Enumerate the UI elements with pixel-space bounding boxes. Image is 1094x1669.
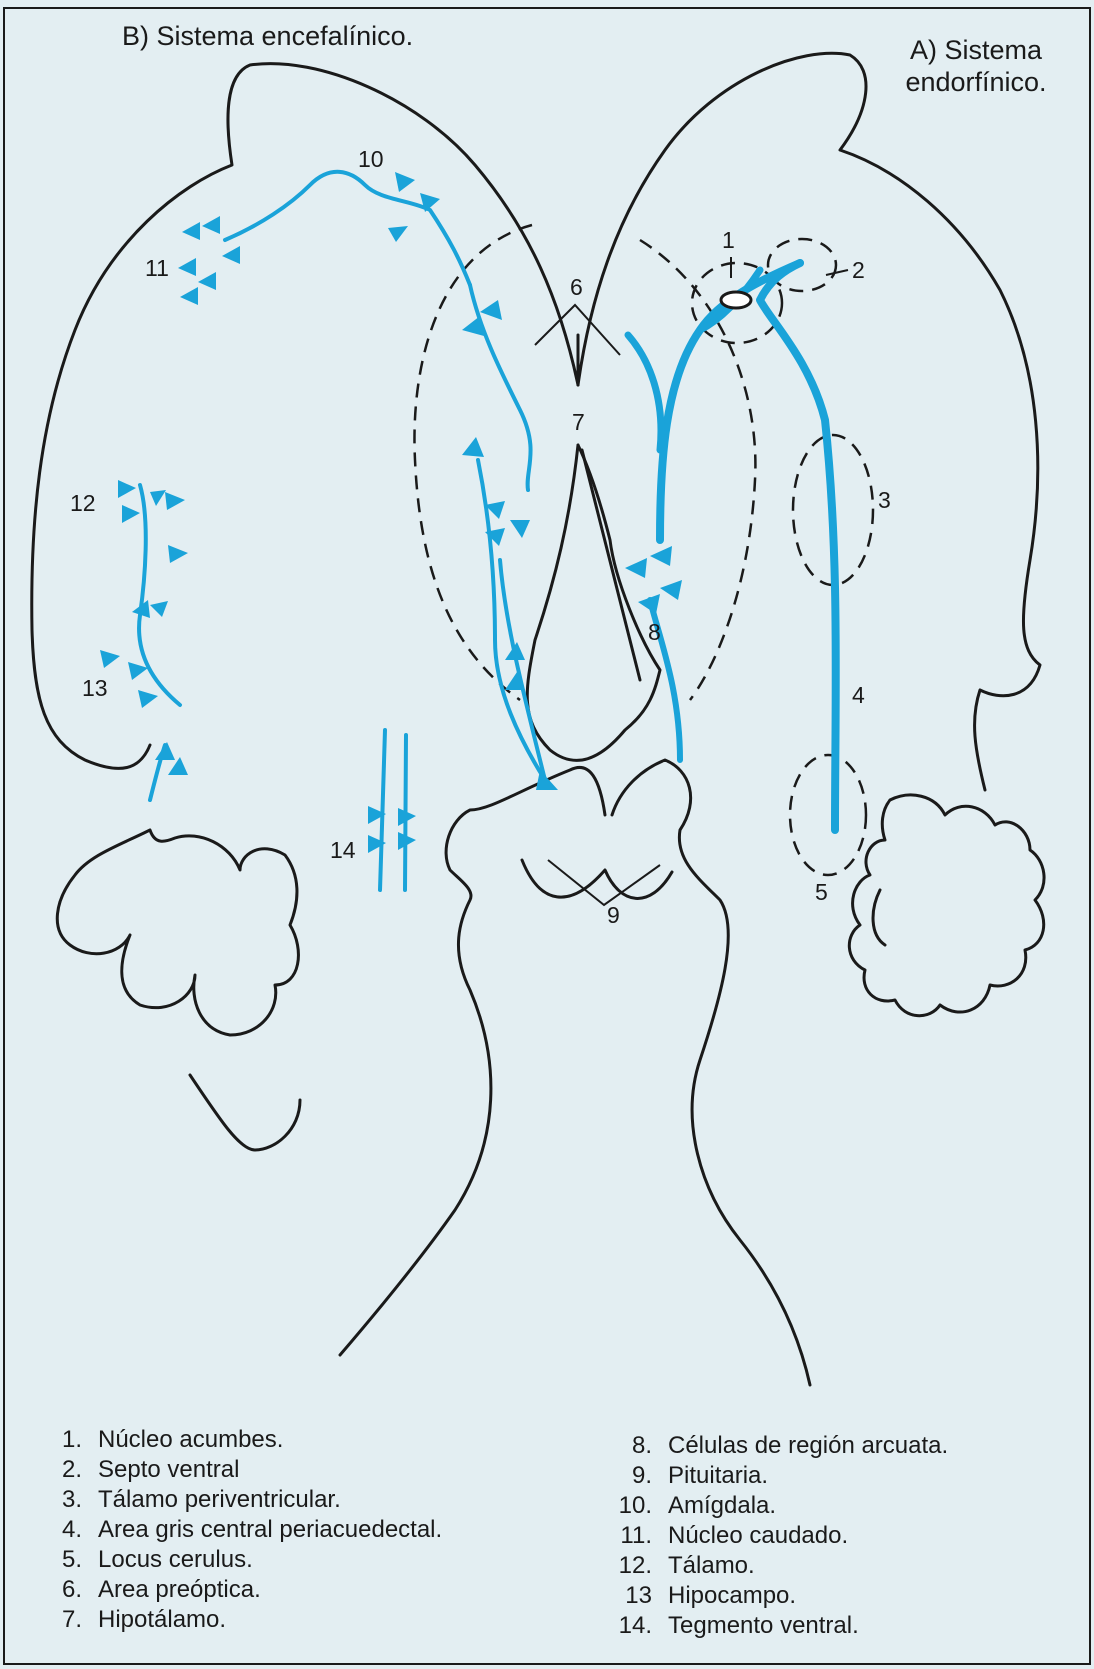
pathway-hypothalamus-left-2 [500, 560, 545, 780]
arrowhead-11b [202, 216, 220, 234]
legend-item: 11.Núcleo caudado. [600, 1521, 948, 1551]
arrowhead-10c [388, 226, 408, 242]
arrowhead-8b [650, 546, 672, 566]
arrowhead-8c [660, 580, 682, 600]
diagram-label-9: 9 [607, 903, 620, 927]
brainstem-outline-right [612, 760, 810, 1385]
left-temporal-lower [190, 1075, 300, 1150]
right-hemisphere-outline [578, 53, 1040, 790]
accumbens-core [721, 292, 751, 308]
diagram-label-8: 8 [648, 620, 661, 644]
locus-cerulus-outline [790, 755, 866, 875]
arrowhead-pre-e [510, 520, 530, 538]
title-endorphin-line2: endorfínico. [896, 66, 1056, 98]
arrowhead-12c [165, 492, 185, 510]
arrowhead-11f [180, 287, 198, 305]
diagram-label-2: 2 [852, 258, 865, 282]
diagram-label-12: 12 [70, 491, 96, 515]
legend-item: 5.Locus cerulus. [40, 1545, 442, 1575]
diagram-label-14: 14 [330, 838, 356, 862]
arrowhead-11a [182, 222, 200, 240]
diagram-label-13: 13 [82, 676, 108, 700]
legend-item: 12.Tálamo. [600, 1551, 948, 1581]
legend-item: 8.Células de región arcuata. [600, 1431, 948, 1461]
diagram-label-4: 4 [852, 683, 865, 707]
diagram-label-5: 5 [815, 880, 828, 904]
diagram-label-1: 1 [722, 228, 735, 252]
diagram-label-7: 7 [572, 410, 585, 434]
legend-item: 9.Pituitaria. [600, 1461, 948, 1491]
legend-item: 7.Hipotálamo. [40, 1605, 442, 1635]
diagram-label-11: 11 [145, 256, 169, 280]
arrowhead-8d [638, 594, 660, 614]
arrowhead-13c [128, 662, 148, 680]
arrowhead-11d [178, 258, 196, 276]
arrowhead-pre-g [505, 642, 525, 660]
legend-item: 3.Tálamo periventricular. [40, 1485, 442, 1515]
arrowhead-pre-c [462, 437, 484, 457]
right-temporal-lower [873, 890, 885, 945]
arrowhead-12b [150, 490, 166, 506]
legend-right: 8.Células de región arcuata. 9.Pituitari… [600, 1431, 948, 1641]
pathway-septum-lateral [628, 335, 661, 450]
pointer-2 [826, 270, 848, 275]
arrowhead-12d [122, 505, 140, 523]
legend-item: 14.Tegmento ventral. [600, 1611, 948, 1641]
right-temporal-lobe [849, 795, 1044, 1016]
diagram-label-6: 6 [570, 275, 583, 299]
title-endorphin-system: A) Sistema endorfínico. [896, 34, 1056, 98]
legend-item: 4.Area gris central periacuedectal. [40, 1515, 442, 1545]
arrowhead-13d [138, 690, 158, 708]
legend-item: 10.Amígdala. [600, 1491, 948, 1521]
title-endorphin-line1: A) Sistema [896, 34, 1056, 66]
arrowhead-13b [100, 650, 120, 668]
pathway-thalamus [139, 485, 180, 705]
legend-item: 2.Septo ventral [40, 1455, 442, 1485]
arrowhead-8a [625, 558, 647, 578]
legend-left: 1.Núcleo acumbes. 2.Septo ventral 3.Tála… [40, 1425, 442, 1635]
diagram-label-3: 3 [878, 488, 891, 512]
legend-item: 1.Núcleo acumbes. [40, 1425, 442, 1455]
pathway-tegmentum-left [380, 730, 385, 890]
arrowhead-pre-b [480, 300, 502, 320]
arrowhead-11c [222, 246, 240, 264]
pituitary-outline [522, 860, 672, 898]
arrowhead-13e [150, 601, 168, 617]
title-enkephalin-system: B) Sistema encefalínico. [122, 20, 413, 52]
arrowhead-11e [198, 272, 216, 290]
arrowhead-10a [395, 172, 415, 192]
left-temporal-lobe [57, 830, 298, 1035]
arrowhead-12e [168, 545, 188, 563]
arrowhead-12a [118, 480, 136, 498]
legend-item: 6.Area preóptica. [40, 1575, 442, 1605]
diagram-label-10: 10 [358, 147, 384, 171]
hypothalamus-divider [582, 450, 640, 680]
pathway-amygdala-caudate [225, 172, 470, 285]
